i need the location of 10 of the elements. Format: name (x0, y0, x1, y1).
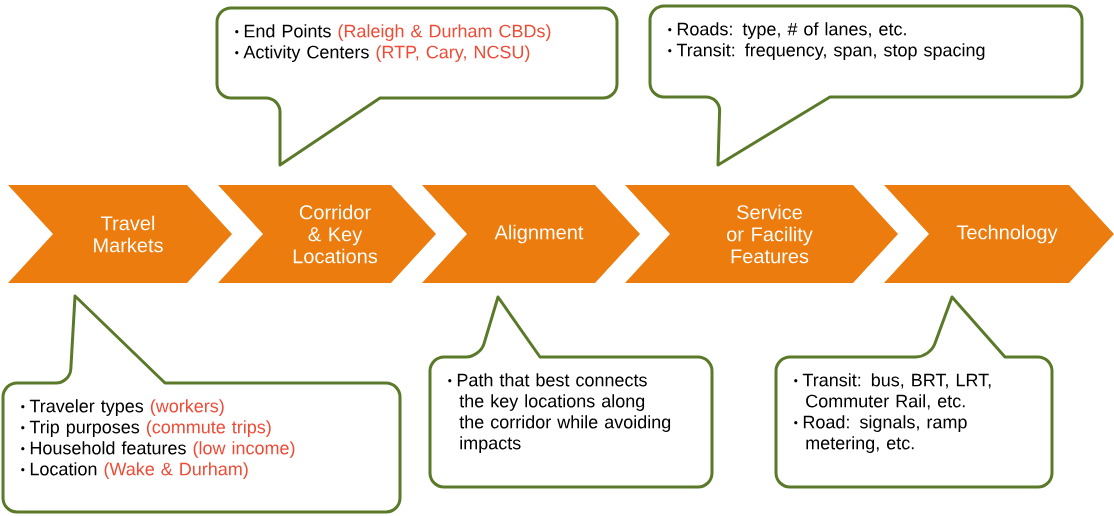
speech-bubble: Path that best connects the key locations along the corridor while avoiding impacts (428, 295, 714, 489)
speech-bubble: Roads: type, # of lanes, etc. Transit: frequency, span, stop spacing (648, 4, 1084, 167)
speech-bubble: Transit: bus, BRT, LRT, Commuter Rail, etc. Road: signals, ramp metering, etc. (774, 295, 1054, 489)
process-step: Technology (884, 185, 1114, 283)
speech-bubble: Traveler types (workers) Trip purposes (commute trips) Household features (low income) Location (Wake & Durham) (1, 294, 402, 514)
process-step: Corridor & Key Locations (218, 185, 436, 283)
process-step: Travel Markets (8, 185, 232, 283)
process-step: Alignment (422, 185, 640, 283)
speech-bubble: End Points (Raleigh & Durham CBDs) Activity Centers (RTP, Cary, NCSU) (215, 6, 619, 167)
process-step: Service or Facility Features (625, 185, 898, 283)
